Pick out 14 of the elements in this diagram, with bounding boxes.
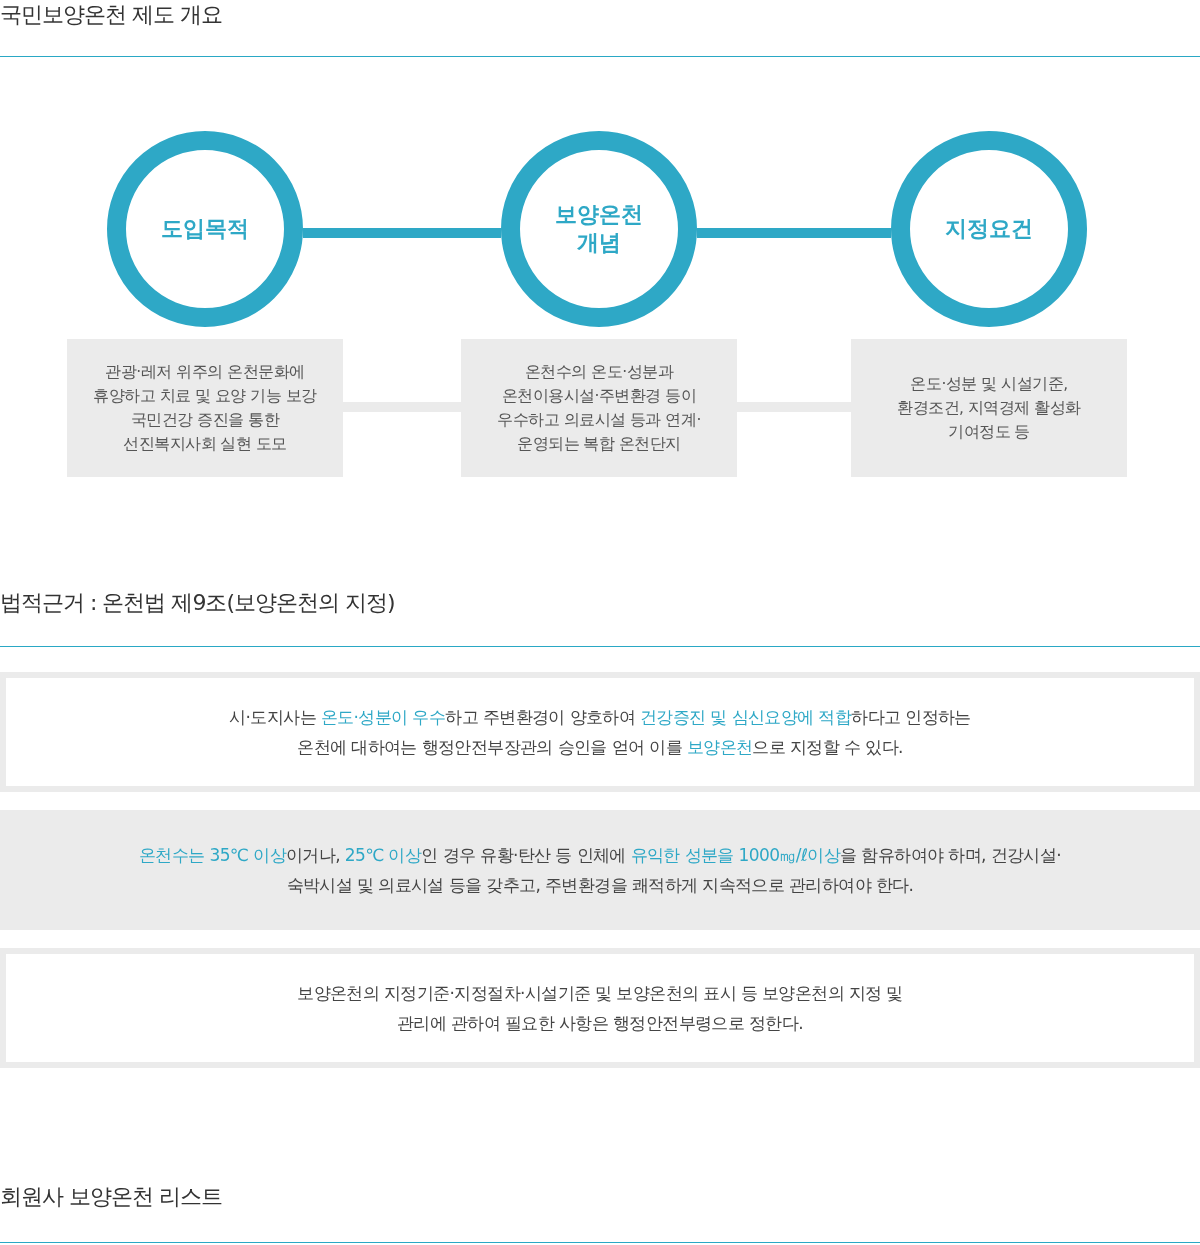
section-heading: 회원사 보양온천 리스트 <box>0 1183 222 1211</box>
connector-line <box>697 228 891 238</box>
text-panel: 온천수는 35℃ 이상이거나, 25℃ 이상인 경우 유황·탄산 등 인체에 유익한 성분을 1000㎎/ℓ이상을 함유하여야 하며, 건강시설·숙박시설 및 의료시설 등을 갖추고, 주변환경을 쾌적하게 지속적으로 관리하여야 한다. <box>0 810 1200 930</box>
text-panel: 시·도지사는 온도·성분이 우수하고 주변환경이 양호하여 건강증진 및 심신요양에 적합하다고 인정하는 온천에 대하여는 행정안전부장관의 승인을 얻어 이를 보양온천으로 지정할 수 있다. <box>0 672 1200 792</box>
concept-circle: 도입목적 <box>107 131 303 327</box>
description-box: 관광·레저 위주의 온천문화에 휴양하고 치료 및 요양 기능 보강 국민건강 증진을 통한 선진복지사회 실현 도모 <box>67 339 343 477</box>
connector-line <box>303 228 501 238</box>
concept-circle: 지정요건 <box>891 131 1087 327</box>
description-box: 온도·성분 및 시설기준, 환경조건, 지역경제 활성화 기여정도 등 <box>851 339 1127 477</box>
section-heading: 국민보양온천 제도 개요 <box>0 1 222 29</box>
concept-circle: 보양온천 개념 <box>501 131 697 327</box>
section-heading: 법적근거 : 온천법 제9조(보양온천의 지정) <box>0 589 395 617</box>
text-panel: 보양온천의 지정기준·지정절차·시설기준 및 보양온천의 표시 등 보양온천의 지정 및 관리에 관하여 필요한 사항은 행정안전부령으로 정한다. <box>0 948 1200 1068</box>
description-box: 온천수의 온도·성분과 온천이용시설·주변환경 등이 우수하고 의료시설 등과 연계·운영되는 복합 온천단지 <box>461 339 737 477</box>
